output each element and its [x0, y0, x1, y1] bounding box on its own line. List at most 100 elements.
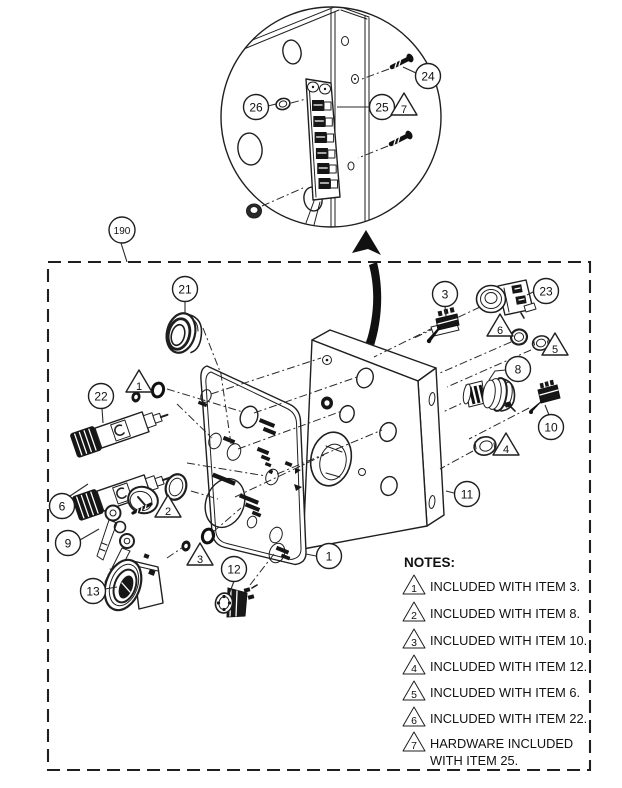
note-row-1: 1 INCLUDED WITH ITEM 3.	[402, 574, 580, 595]
callout-9: 9	[54, 528, 100, 557]
note-6-text: INCLUDED WITH ITEM 22.	[430, 711, 587, 726]
note-6-marker: 6	[411, 715, 417, 727]
flag-4: 4	[492, 432, 520, 456]
detail-panel	[234, 7, 370, 227]
note-3-text: INCLUDED WITH ITEM 10.	[430, 633, 587, 648]
hex-nut-lower	[246, 203, 262, 219]
callout-9-label: 9	[65, 536, 72, 550]
flag-1-label: 1	[136, 381, 142, 393]
callout-25-label: 25	[375, 100, 389, 114]
note-3-marker: 3	[411, 637, 417, 649]
lock-cylinder-22a	[70, 411, 169, 458]
nut-flag4	[473, 436, 497, 456]
callout-25: 25	[337, 93, 396, 121]
panel-hole	[237, 132, 263, 166]
grommet-flag2	[127, 473, 188, 515]
terminal-screws	[312, 100, 338, 189]
callout-24-label: 24	[421, 69, 435, 83]
note-2-marker: 2	[411, 610, 417, 622]
terminal-block	[305, 78, 341, 201]
callout-1: 1	[305, 542, 343, 570]
note-row-6: 6 INCLUDED WITH ITEM 22.	[402, 706, 587, 727]
callout-13-label: 13	[86, 584, 100, 598]
connector-12	[214, 584, 258, 618]
flag-3-label: 3	[197, 554, 203, 566]
callout-13: 13	[79, 577, 118, 605]
screw-24b	[388, 130, 413, 147]
toggle-switch-10	[529, 379, 561, 414]
callout-190: 190	[108, 216, 136, 263]
flag-4-label: 4	[503, 444, 509, 456]
callout-26: 26	[242, 93, 277, 121]
washers-flag3	[181, 527, 216, 552]
hex-nut-26	[275, 97, 291, 111]
keys-9	[96, 502, 153, 587]
pushbutton-23	[475, 279, 537, 319]
flag-7-label: 7	[401, 104, 407, 116]
note-row-5: 5 INCLUDED WITH ITEM 6.	[402, 680, 580, 701]
callout-23: 23	[526, 277, 560, 305]
detail-circle	[220, 6, 442, 228]
note-7-marker: 7	[411, 740, 417, 752]
rocker-switch-13	[103, 553, 164, 612]
callouts: 190 21 22 6 9 13 12	[48, 62, 565, 605]
callout-11-label: 11	[461, 487, 474, 501]
axis-lines	[166, 306, 532, 586]
ring-flag6	[509, 328, 529, 346]
flag-6-label: 6	[497, 325, 503, 337]
callout-8: 8	[488, 355, 532, 383]
callout-24: 24	[402, 62, 442, 90]
note-4-text: INCLUDED WITH ITEM 12.	[430, 659, 587, 674]
grommet-21	[165, 312, 203, 354]
triangle-flags: 1 2 3 4 5 6 7	[125, 92, 569, 566]
callout-26-label: 26	[249, 100, 263, 114]
callout-6: 6	[48, 483, 89, 520]
callout-22-label: 22	[94, 389, 108, 403]
callout-12: 12	[220, 555, 248, 593]
plate-markings	[197, 400, 302, 561]
callout-8-label: 8	[515, 362, 522, 376]
note-row-7: 7 HARDWARE INCLUDED WITH ITEM 25.	[402, 731, 573, 768]
note-row-3: 3 INCLUDED WITH ITEM 10.	[402, 628, 587, 649]
callout-190-label: 190	[114, 226, 131, 237]
washers-flag1	[131, 381, 166, 403]
flag-3: 3	[186, 542, 214, 566]
rotary-switch-8	[462, 377, 516, 412]
flag-2-label: 2	[165, 506, 171, 518]
callout-12-label: 12	[227, 562, 241, 576]
note-row-2: 2 INCLUDED WITH ITEM 8.	[402, 601, 580, 622]
note-4-marker: 4	[411, 663, 417, 675]
flag-1: 1	[125, 369, 153, 393]
flag-5: 5	[541, 332, 569, 356]
note-1-marker: 1	[411, 583, 417, 595]
callout-10: 10	[537, 404, 565, 441]
note-row-4: 4 INCLUDED WITH ITEM 12.	[402, 654, 587, 675]
flag-5-label: 5	[552, 344, 558, 356]
callout-6-label: 6	[59, 499, 66, 513]
callout-1-label: 1	[326, 549, 333, 563]
note-7-text-line2: WITH ITEM 25.	[430, 753, 518, 768]
assembly-boundary-box	[46, 260, 592, 772]
notes-title: NOTES:	[404, 555, 455, 570]
note-7-text: HARDWARE INCLUDED	[430, 736, 573, 751]
note-1-text: INCLUDED WITH ITEM 3.	[430, 579, 580, 594]
callout-21-label: 21	[178, 282, 192, 296]
flag-6: 6	[486, 313, 514, 337]
note-5-text: INCLUDED WITH ITEM 6.	[430, 685, 580, 700]
toggle-switch-3	[426, 307, 460, 344]
mounting-box-11	[302, 329, 445, 550]
callout-23-label: 23	[539, 284, 553, 298]
callout-3: 3	[431, 280, 459, 317]
screw-24	[389, 53, 414, 70]
notes-block: NOTES: 1 INCLUDED WITH ITEM 3. 2 INCLUDE…	[402, 555, 587, 768]
flag-7: 7	[390, 92, 418, 116]
flag-2: 2	[154, 494, 182, 518]
callout-11: 11	[445, 480, 481, 508]
callout-10-label: 10	[544, 420, 558, 434]
note-2-text: INCLUDED WITH ITEM 8.	[430, 606, 580, 621]
panel-hole	[282, 39, 302, 65]
callout-21: 21	[171, 275, 199, 313]
callout-3-label: 3	[442, 287, 449, 301]
